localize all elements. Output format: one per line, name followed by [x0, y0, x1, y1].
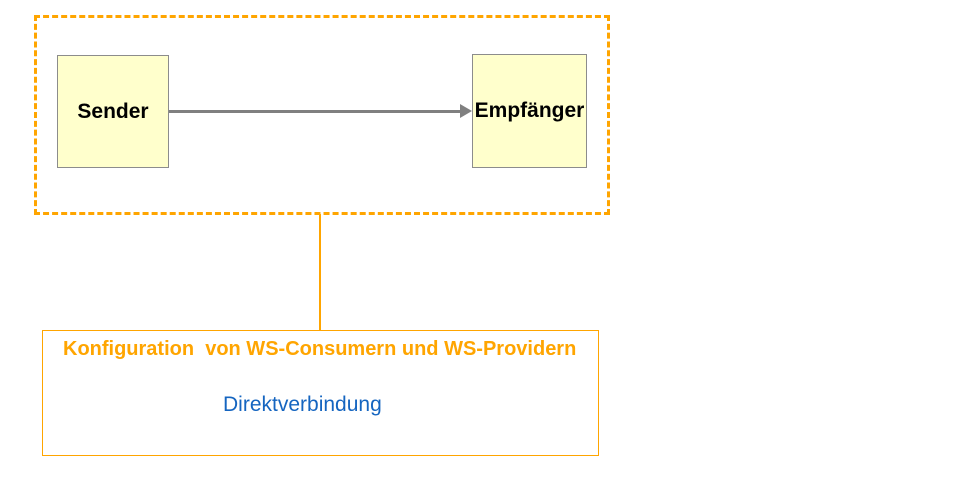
message-arrow-line	[169, 110, 461, 113]
config-box-title: Konfiguration von WS-Consumern und WS-Pr…	[63, 338, 577, 360]
zone-to-config-connector	[319, 214, 321, 330]
arrow-head-icon	[460, 104, 472, 118]
receiver-node-label: Empfänger	[474, 99, 585, 122]
sender-node-label: Sender	[77, 99, 149, 123]
sender-node: Sender	[57, 55, 169, 168]
direct-connection-label: Direktverbindung	[223, 393, 382, 416]
receiver-node: Empfänger	[472, 54, 587, 168]
config-box: Konfiguration von WS-Consumern und WS-Pr…	[42, 330, 599, 456]
sender-receiver-zone	[34, 15, 610, 215]
